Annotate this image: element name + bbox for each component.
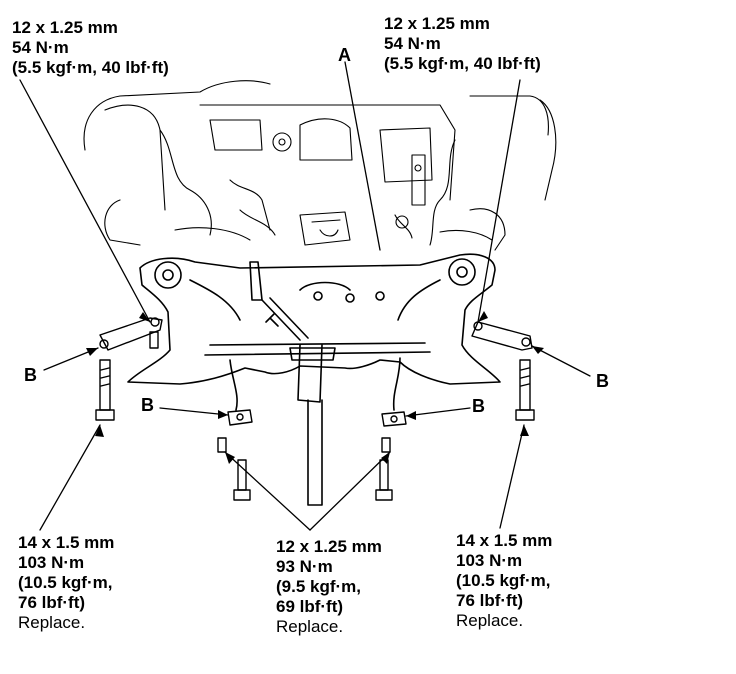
- bolt-top-left: [149, 331, 159, 349]
- bracket-b-right-inner: [381, 411, 407, 427]
- spec-torque: 54 N·m: [12, 38, 69, 57]
- leader-lines: [19, 61, 591, 531]
- spec-replace-note: Replace.: [18, 613, 86, 632]
- torque-spec-top-left: 12 x 1.25 mm 54 N·m (5.5 kgf·m, 40 lbf·f…: [12, 18, 169, 78]
- spec-size: 14 x 1.5 mm: [456, 531, 553, 550]
- bolt-center-right-12mm: [375, 437, 393, 501]
- callout-b-right: B: [596, 371, 609, 391]
- spec-size: 14 x 1.5 mm: [18, 533, 115, 552]
- callout-b-center-right: B: [472, 396, 485, 416]
- leader-arrowheads: [86, 311, 544, 464]
- spec-torque-alt: (10.5 kgf·m,: [456, 571, 551, 590]
- torque-spec-bottom-left: 14 x 1.5 mm 103 N·m (10.5 kgf·m, 76 lbf·…: [18, 533, 114, 633]
- spec-torque-alt: (5.5 kgf·m, 40 lbf·ft): [384, 54, 541, 73]
- spec-replace-note: Replace.: [276, 617, 344, 636]
- spec-torque-alt: (9.5 kgf·m,: [276, 577, 362, 596]
- bolt-right-outer-14mm: [515, 359, 535, 421]
- spec-size: 12 x 1.25 mm: [12, 18, 118, 37]
- engine-bay-outline: [83, 80, 557, 251]
- bracket-b-left-inner: [227, 409, 253, 426]
- spec-torque-alt-2: 69 lbf·ft): [276, 597, 344, 616]
- bolt-center-left-12mm: [217, 437, 251, 501]
- torque-spec-top-right: 12 x 1.25 mm 54 N·m (5.5 kgf·m, 40 lbf·f…: [384, 14, 541, 74]
- torque-spec-bottom-right: 14 x 1.5 mm 103 N·m (10.5 kgf·m, 76 lbf·…: [456, 531, 552, 631]
- spec-torque-alt-2: 76 lbf·ft): [18, 593, 86, 612]
- spec-torque-alt-2: 76 lbf·ft): [456, 591, 524, 610]
- spec-torque: 93 N·m: [276, 557, 333, 576]
- spec-replace-note: Replace.: [456, 611, 524, 630]
- callout-a: A: [338, 45, 351, 65]
- bracket-b-left-outer: [99, 317, 163, 351]
- spec-torque-alt: (10.5 kgf·m,: [18, 573, 113, 592]
- callout-b-center-left: B: [141, 395, 154, 415]
- callout-b-left: B: [24, 365, 37, 385]
- spec-torque: 103 N·m: [456, 551, 523, 570]
- spec-torque: 103 N·m: [18, 553, 85, 572]
- bolt-left-outer-14mm: [95, 359, 115, 421]
- torque-spec-bottom-center: 12 x 1.25 mm 93 N·m (9.5 kgf·m, 69 lbf·f…: [276, 537, 382, 637]
- spec-size: 12 x 1.25 mm: [276, 537, 382, 556]
- spec-torque: 54 N·m: [384, 34, 441, 53]
- bracket-b-right-outer: [471, 321, 533, 351]
- spec-size: 12 x 1.25 mm: [384, 14, 490, 33]
- front-subframe: [127, 253, 501, 506]
- spec-torque-alt: (5.5 kgf·m, 40 lbf·ft): [12, 58, 169, 77]
